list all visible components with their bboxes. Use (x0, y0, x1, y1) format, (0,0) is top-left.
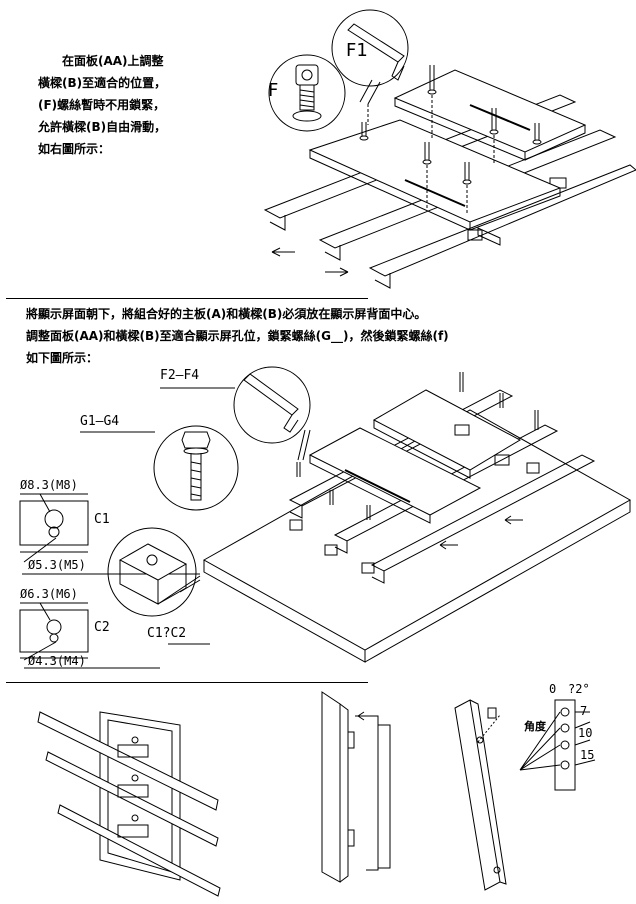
step2-main-plate (308, 427, 482, 524)
label-f: F (268, 80, 279, 101)
angle-0: 0 (549, 682, 557, 696)
step1-main-plate (308, 119, 562, 246)
c1-hole-plate (19, 493, 200, 575)
divider-1 (6, 298, 368, 299)
panel-arrow-left-2 (504, 515, 523, 525)
step3-side-view (321, 691, 391, 883)
label-c2-top: Ø6.3(M6) (20, 587, 78, 601)
bolt-g-icon (181, 431, 211, 501)
hex-key-shaft-2 (297, 429, 311, 461)
divider-2 (6, 682, 368, 683)
angle-15: 15 (580, 748, 595, 762)
hex-key-f1-icon (347, 23, 405, 81)
step1-line-4: 允許橫樑(B)自由滑動， (38, 120, 167, 134)
spacer-callout-circle (107, 527, 197, 617)
step2-line-1: 將顯示屏面朝下，將組合好的主板(A)和橫樑(B)必須放在顯示屏背面中心。 (26, 307, 427, 321)
hex-key-f2f4-icon (243, 373, 299, 433)
label-c1-name: C1 (94, 512, 110, 527)
label-c2-bottom: Ø4.3(M4) (28, 654, 86, 668)
label-c1c2: C1?C2 (147, 626, 187, 641)
angle-10: 10 (578, 726, 593, 740)
screw-f-callout-circle (268, 54, 346, 132)
step2-upper-plate (372, 389, 522, 479)
c2-hole-plate (19, 602, 160, 669)
step1-line-5: 如右圖所示： (38, 142, 111, 156)
label-f2f4: F2—F4 (160, 368, 200, 383)
hex-key-f1-callout-circle (331, 9, 409, 87)
angle-2: ?2° (568, 682, 590, 696)
label-f1: F1 (346, 40, 368, 61)
hex-key-shaft (359, 79, 381, 105)
step2-bolts (296, 372, 539, 520)
label-c1-bottom: Ø5.3(M5) (28, 558, 86, 572)
step1-line-1: 在面板(AA)上調整 (62, 54, 164, 68)
panel-arrow-left (439, 540, 458, 550)
label-c2-name: C2 (94, 620, 110, 635)
label-c1-top: Ø8.3(M8) (20, 478, 78, 492)
step1-line-2: 橫樑(B)至適合的位置， (38, 76, 167, 90)
angle-title: 角度 (524, 720, 546, 733)
label-g1g4: G1—G4 (80, 414, 120, 429)
spacer-leader (157, 575, 201, 605)
step1-upper-plate (393, 69, 587, 189)
step1-bolts (359, 65, 542, 215)
step2-line-2: 調整面板(AA)和橫樑(B)至適合顯示屏孔位，鎖緊螺絲(G__)，然後鎖緊螺絲(… (26, 329, 449, 343)
screw-f-icon (292, 64, 322, 122)
step3-mount-assembly (37, 711, 221, 897)
angle-indicator-plate (519, 699, 596, 791)
step3-tilt-bracket (454, 699, 507, 891)
step1-arrows (271, 247, 349, 277)
step2-line-3: 如下圖所示： (26, 351, 99, 365)
hex-key-f2f4-callout-circle (233, 366, 311, 444)
step2-spacers (289, 424, 540, 574)
bolt-g-callout-circle (153, 425, 239, 511)
step1-diagram (263, 9, 636, 289)
step1-line-3: (F)螺絲暫時不用鎖緊， (38, 98, 166, 112)
angle-7: 7 (580, 704, 588, 718)
